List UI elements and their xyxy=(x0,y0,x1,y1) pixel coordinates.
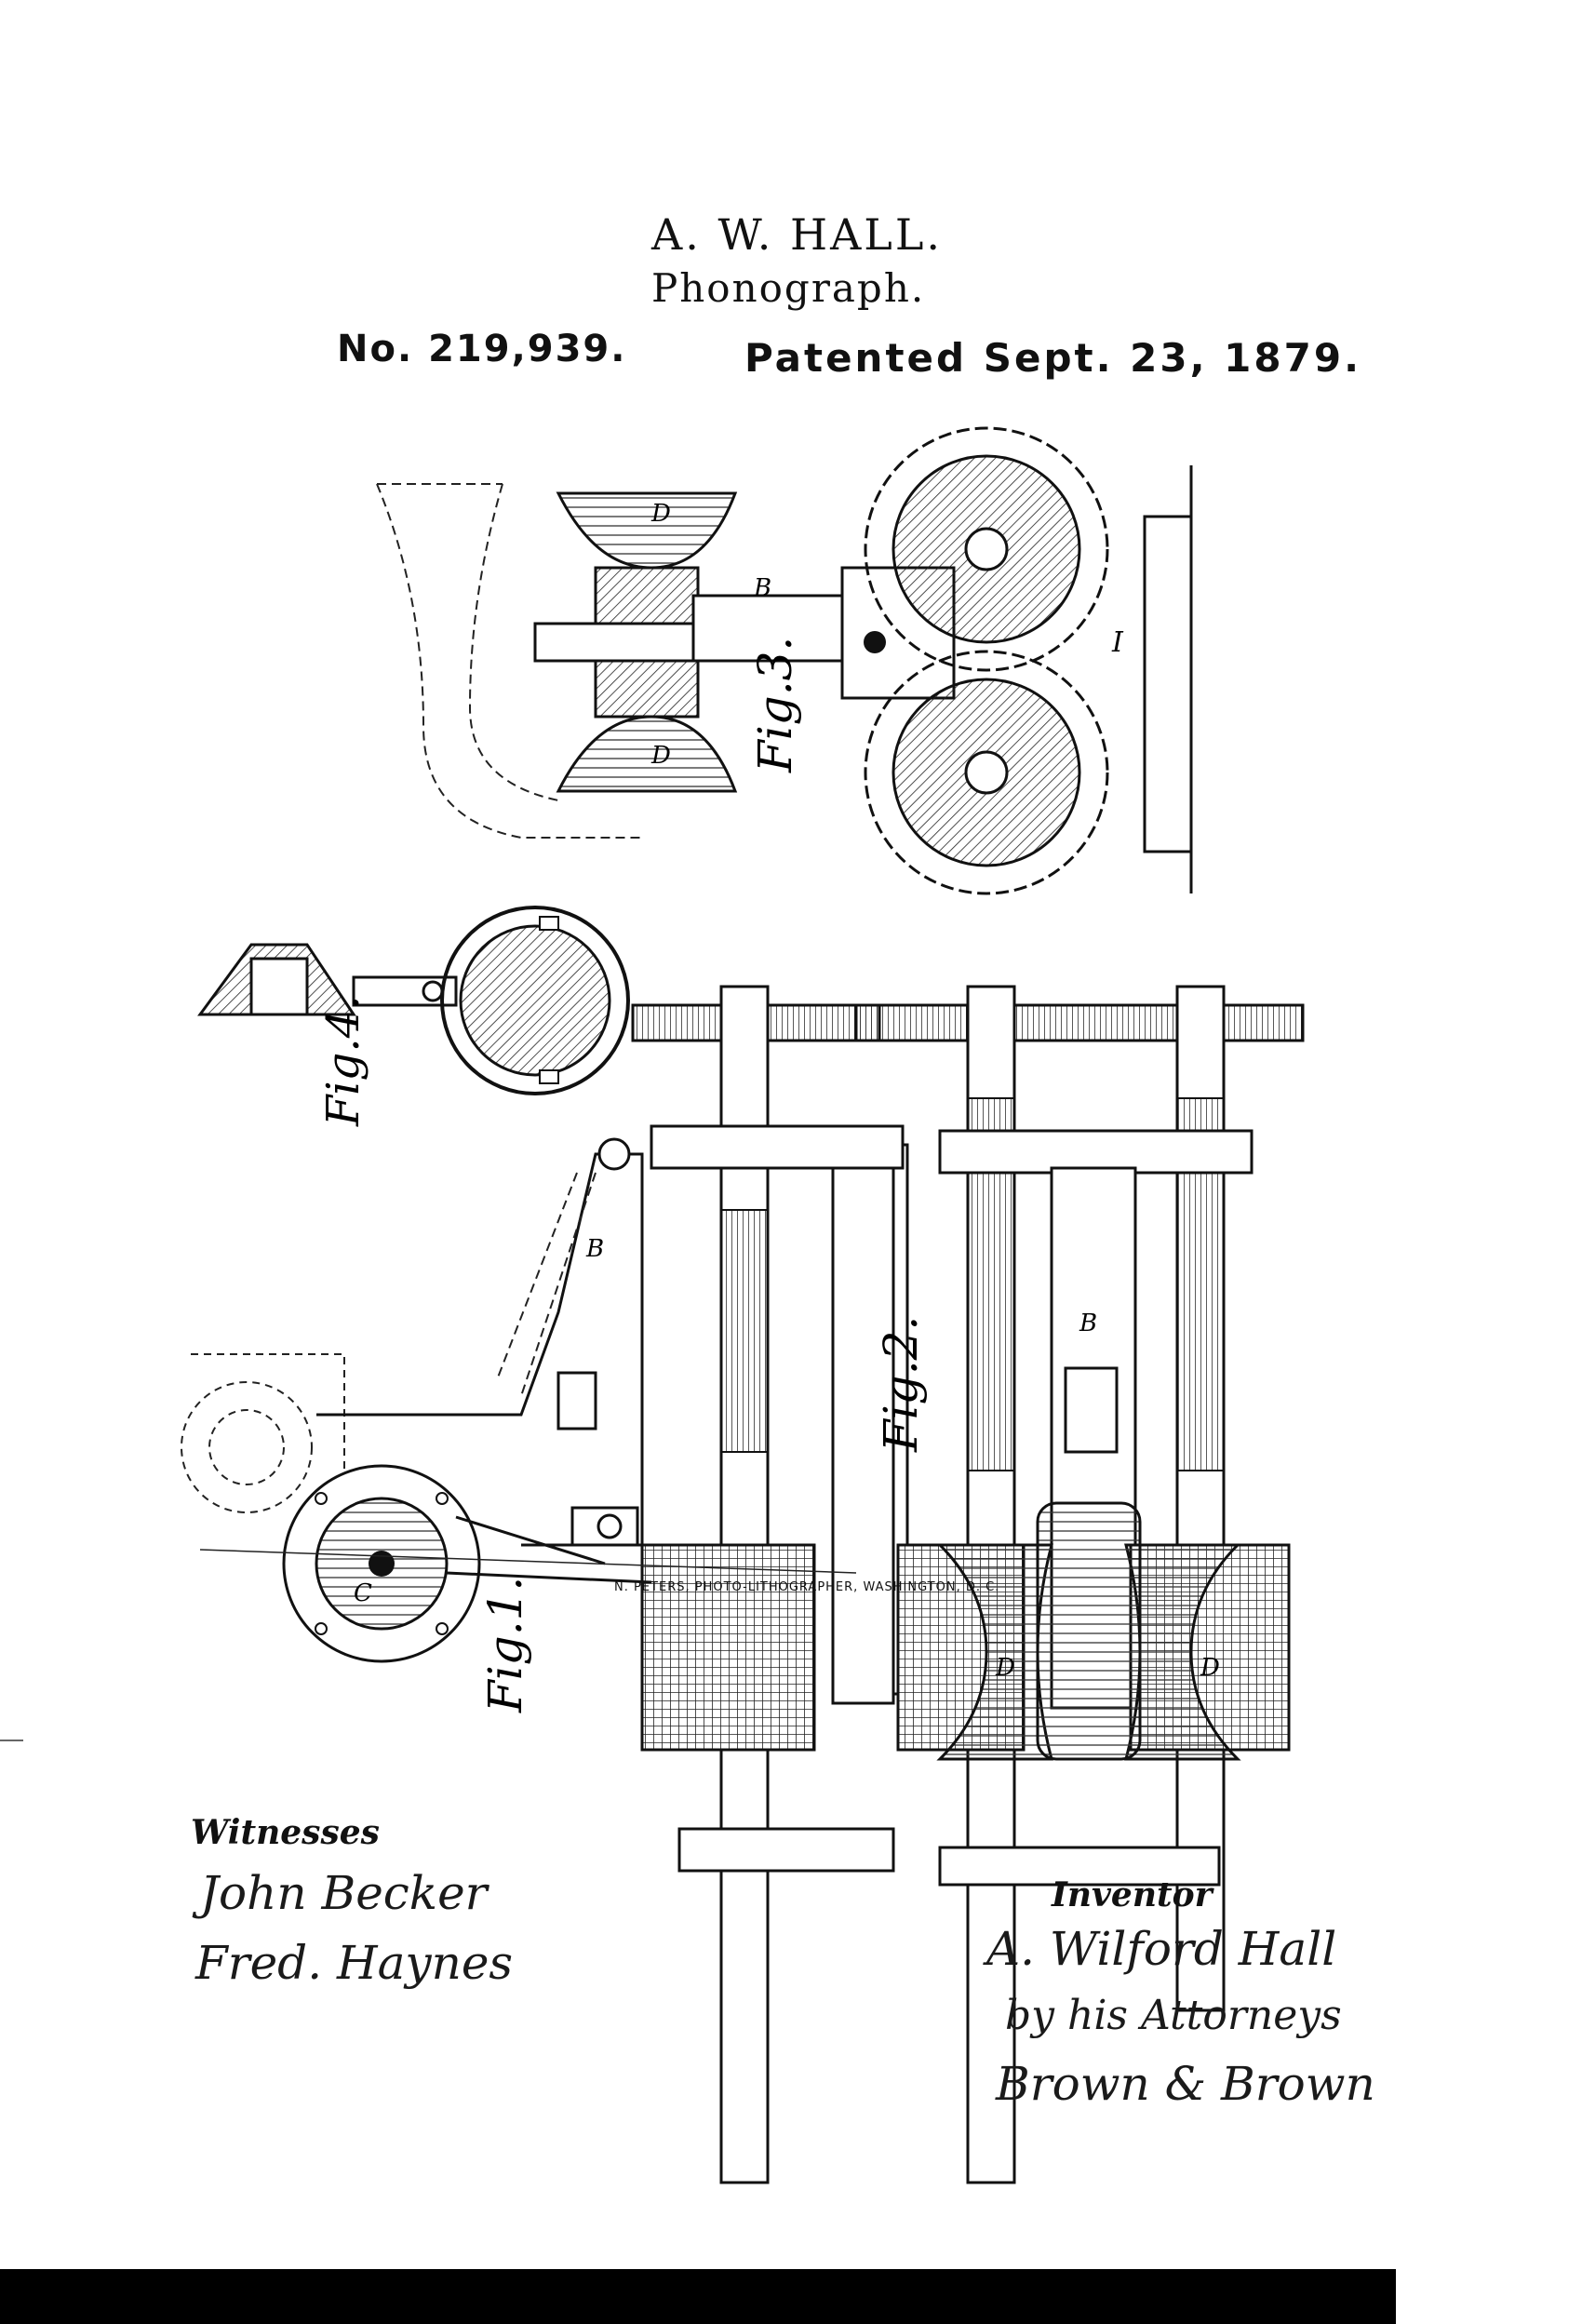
svg-text:D: D xyxy=(995,1654,1015,1682)
svg-text:B: B xyxy=(585,1235,604,1263)
fig2-label: Fig.2. xyxy=(874,1316,928,1453)
witnesses-heading: Witnesses xyxy=(191,1813,380,1852)
figure-1: B C xyxy=(181,1137,857,1663)
witness-signature-2: Fred. Haynes xyxy=(195,1936,514,1990)
svg-text:D: D xyxy=(650,500,671,528)
inventor-signature: A. Wilford Hall xyxy=(986,1922,1337,1976)
svg-text:B: B xyxy=(1079,1310,1097,1337)
patent-date: Patented Sept. 23, 1879. xyxy=(744,335,1362,381)
invention-title: Phonograph. xyxy=(651,265,926,311)
fig1-label: Fig.1. xyxy=(478,1577,532,1713)
figure-3: I B D D xyxy=(376,426,1193,895)
printer-credit: N. PETERS, PHOTO-LITHOGRAPHER, WASHINGTO… xyxy=(614,1580,1000,1594)
witness-signature-1: John Becker xyxy=(200,1866,488,1920)
fig3-label: Fig.3. xyxy=(748,637,802,773)
svg-text:C: C xyxy=(354,1579,372,1607)
svg-text:I: I xyxy=(1111,626,1124,659)
inventor-heading: Inventor xyxy=(1052,1875,1213,1914)
fig4-label: Fig.4. xyxy=(317,996,369,1127)
scan-edge-bar xyxy=(0,2269,1396,2324)
svg-text:D: D xyxy=(650,742,671,770)
svg-text:B: B xyxy=(753,574,771,602)
inventor-name: A. W. HALL. xyxy=(651,209,943,260)
patent-number: No. 219,939. xyxy=(337,328,627,370)
attorney-signature: Brown & Brown xyxy=(996,2057,1375,2111)
figure-4 xyxy=(197,906,630,1095)
svg-text:D: D xyxy=(1200,1654,1220,1682)
attorney-line: by his Attorneys xyxy=(1005,1992,1342,2039)
figure-2: B D D xyxy=(631,985,1305,2184)
